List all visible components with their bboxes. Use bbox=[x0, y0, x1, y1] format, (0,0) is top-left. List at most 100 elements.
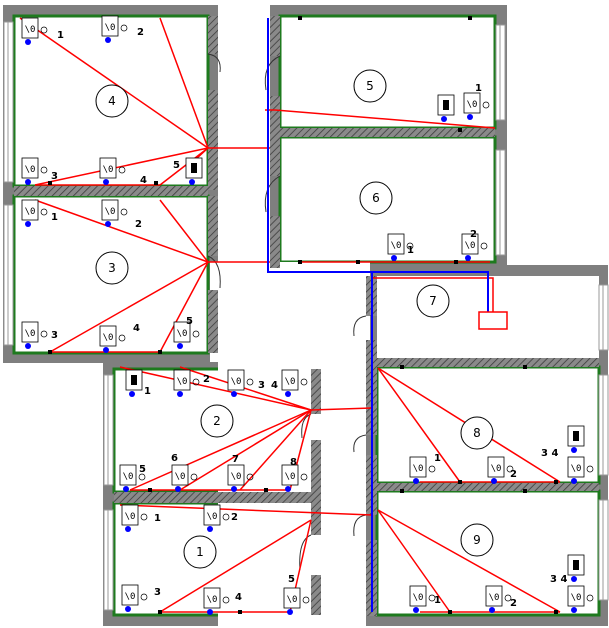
panel-symbol-icon bbox=[437, 94, 455, 122]
corridor-wall-l3 bbox=[208, 196, 218, 256]
svg-text:\0: \0 bbox=[25, 329, 36, 339]
label-r4-d1: 1 bbox=[57, 30, 64, 41]
label-r4-d3: 3 bbox=[51, 171, 58, 182]
wire-r3-4 bbox=[159, 261, 209, 353]
socket-symbol-icon: \0 bbox=[99, 157, 126, 185]
label-r6-d2: 2 bbox=[470, 229, 477, 240]
label-r4-d5: 5 bbox=[173, 160, 180, 171]
junction-box-icon bbox=[298, 16, 302, 20]
room-marker-5: 5 bbox=[353, 69, 387, 103]
socket-symbol-icon: \0 bbox=[121, 504, 148, 532]
svg-text:\0: \0 bbox=[103, 165, 114, 175]
corridor-wall-r4 bbox=[311, 369, 321, 414]
svg-text:\0: \0 bbox=[125, 512, 136, 522]
room-marker-9: 9 bbox=[460, 523, 494, 557]
corridor-wall-r1 bbox=[270, 16, 280, 56]
socket-symbol-icon: \0 bbox=[283, 587, 310, 615]
svg-text:\0: \0 bbox=[103, 333, 114, 343]
room-number-8: 8 bbox=[473, 426, 481, 440]
panel-symbol-icon bbox=[567, 554, 585, 582]
label-r2-d6: 6 bbox=[171, 453, 178, 464]
corridor-hall bbox=[210, 262, 370, 362]
wire-r2-5 bbox=[239, 409, 312, 491]
svg-text:\0: \0 bbox=[413, 464, 424, 474]
label-r2-d4: 4 bbox=[271, 380, 278, 391]
wire-r4-3 bbox=[34, 147, 209, 186]
label-r8-d1: 1 bbox=[434, 453, 441, 464]
label-r2-d5: 5 bbox=[139, 464, 146, 475]
label-r4-d4: 4 bbox=[140, 175, 147, 186]
svg-text:\0: \0 bbox=[571, 464, 582, 474]
svg-text:\0: \0 bbox=[123, 472, 134, 482]
socket-symbol-icon: \0 bbox=[21, 199, 48, 227]
panel-symbol-icon bbox=[185, 157, 203, 185]
socket-symbol-icon: \0 bbox=[567, 585, 594, 613]
wire-r4-1 bbox=[19, 17, 209, 149]
socket-symbol-icon: \0 bbox=[101, 15, 128, 43]
svg-text:\0: \0 bbox=[231, 472, 242, 482]
panel-symbol-icon bbox=[125, 369, 143, 397]
corridor-lower-right bbox=[321, 362, 366, 626]
wire-r1-1 bbox=[119, 504, 373, 516]
svg-text:\0: \0 bbox=[231, 377, 242, 387]
svg-text:\0: \0 bbox=[177, 329, 188, 339]
room-marker-4: 4 bbox=[95, 84, 129, 118]
svg-text:\0: \0 bbox=[105, 23, 116, 33]
junction-box-icon bbox=[448, 610, 452, 614]
label-r6-d1: 1 bbox=[407, 245, 414, 256]
junction-box-icon bbox=[468, 16, 472, 20]
label-r2-d7: 7 bbox=[232, 454, 239, 465]
wire-r2-1 bbox=[119, 366, 312, 411]
room-marker-2: 2 bbox=[200, 404, 234, 438]
wire-r3-2 bbox=[159, 199, 209, 263]
label-r2-d8: 8 bbox=[290, 457, 297, 468]
socket-symbol-icon: \0 bbox=[203, 587, 230, 615]
label-r8-d34: 3 4 bbox=[541, 448, 558, 459]
door-room-8 bbox=[353, 434, 367, 453]
room-number-7: 7 bbox=[429, 294, 437, 308]
junction-box-icon bbox=[400, 365, 404, 369]
label-r1-d3: 3 bbox=[154, 587, 161, 598]
socket-symbol-icon: \0 bbox=[119, 464, 146, 492]
junction-box-icon bbox=[158, 350, 162, 354]
junction-box-icon bbox=[400, 489, 404, 493]
distribution-panel bbox=[478, 311, 508, 330]
socket-symbol-icon: \0 bbox=[121, 584, 148, 612]
svg-text:\0: \0 bbox=[391, 241, 402, 251]
wire-r8-1 bbox=[377, 367, 461, 483]
room-markers: 4 3 5 6 7 8 9 2 1 bbox=[95, 69, 494, 569]
socket-symbol-icon: \0 bbox=[281, 464, 308, 492]
socket-symbol-icon: \0 bbox=[485, 585, 512, 613]
devices: \0 \0 \0 \0 \0 \0 \0 \0 \0 \0 \0 \0 \0 \0 \0 \0 \0 \0 \0 \0… bbox=[21, 15, 594, 615]
label-r8-d2: 2 bbox=[510, 469, 517, 480]
junction-box-icon bbox=[554, 610, 558, 614]
panel-symbol-icon bbox=[567, 425, 585, 453]
wire-r4-2 bbox=[159, 17, 209, 149]
corridor-wall-l4 bbox=[208, 290, 218, 353]
svg-text:\0: \0 bbox=[467, 100, 478, 110]
junction-box-icon bbox=[298, 260, 302, 264]
svg-text:\0: \0 bbox=[25, 165, 36, 175]
door-room-3 bbox=[207, 255, 221, 289]
label-r3-d2: 2 bbox=[135, 219, 142, 230]
socket-symbol-icon: \0 bbox=[387, 233, 414, 261]
device-labels: 1 2 3 4 5 1 2 3 4 5 1 1 2 1 2 3 4 5 6 7 … bbox=[51, 27, 567, 609]
junction-box-icon bbox=[238, 610, 242, 614]
wire-r9-1 bbox=[377, 509, 451, 613]
svg-text:\0: \0 bbox=[105, 207, 116, 217]
svg-text:\0: \0 bbox=[125, 592, 136, 602]
junction-box-icon bbox=[458, 480, 462, 484]
room-number-1: 1 bbox=[196, 545, 204, 559]
door-room-7 bbox=[353, 315, 367, 337]
socket-symbol-icon: \0 bbox=[567, 456, 594, 484]
socket-symbol-icon: \0 bbox=[281, 369, 308, 397]
svg-text:\0: \0 bbox=[465, 241, 476, 251]
wire-r5 bbox=[274, 109, 496, 129]
socket-symbol-icon: \0 bbox=[173, 369, 200, 397]
corridor-wall-r5 bbox=[311, 440, 321, 535]
socket-symbol-icon: \0 bbox=[21, 157, 48, 185]
room-marker-8: 8 bbox=[460, 416, 494, 450]
windows bbox=[3, 21, 609, 611]
blue-main-cable bbox=[267, 18, 489, 612]
room-marker-1: 1 bbox=[183, 535, 217, 569]
